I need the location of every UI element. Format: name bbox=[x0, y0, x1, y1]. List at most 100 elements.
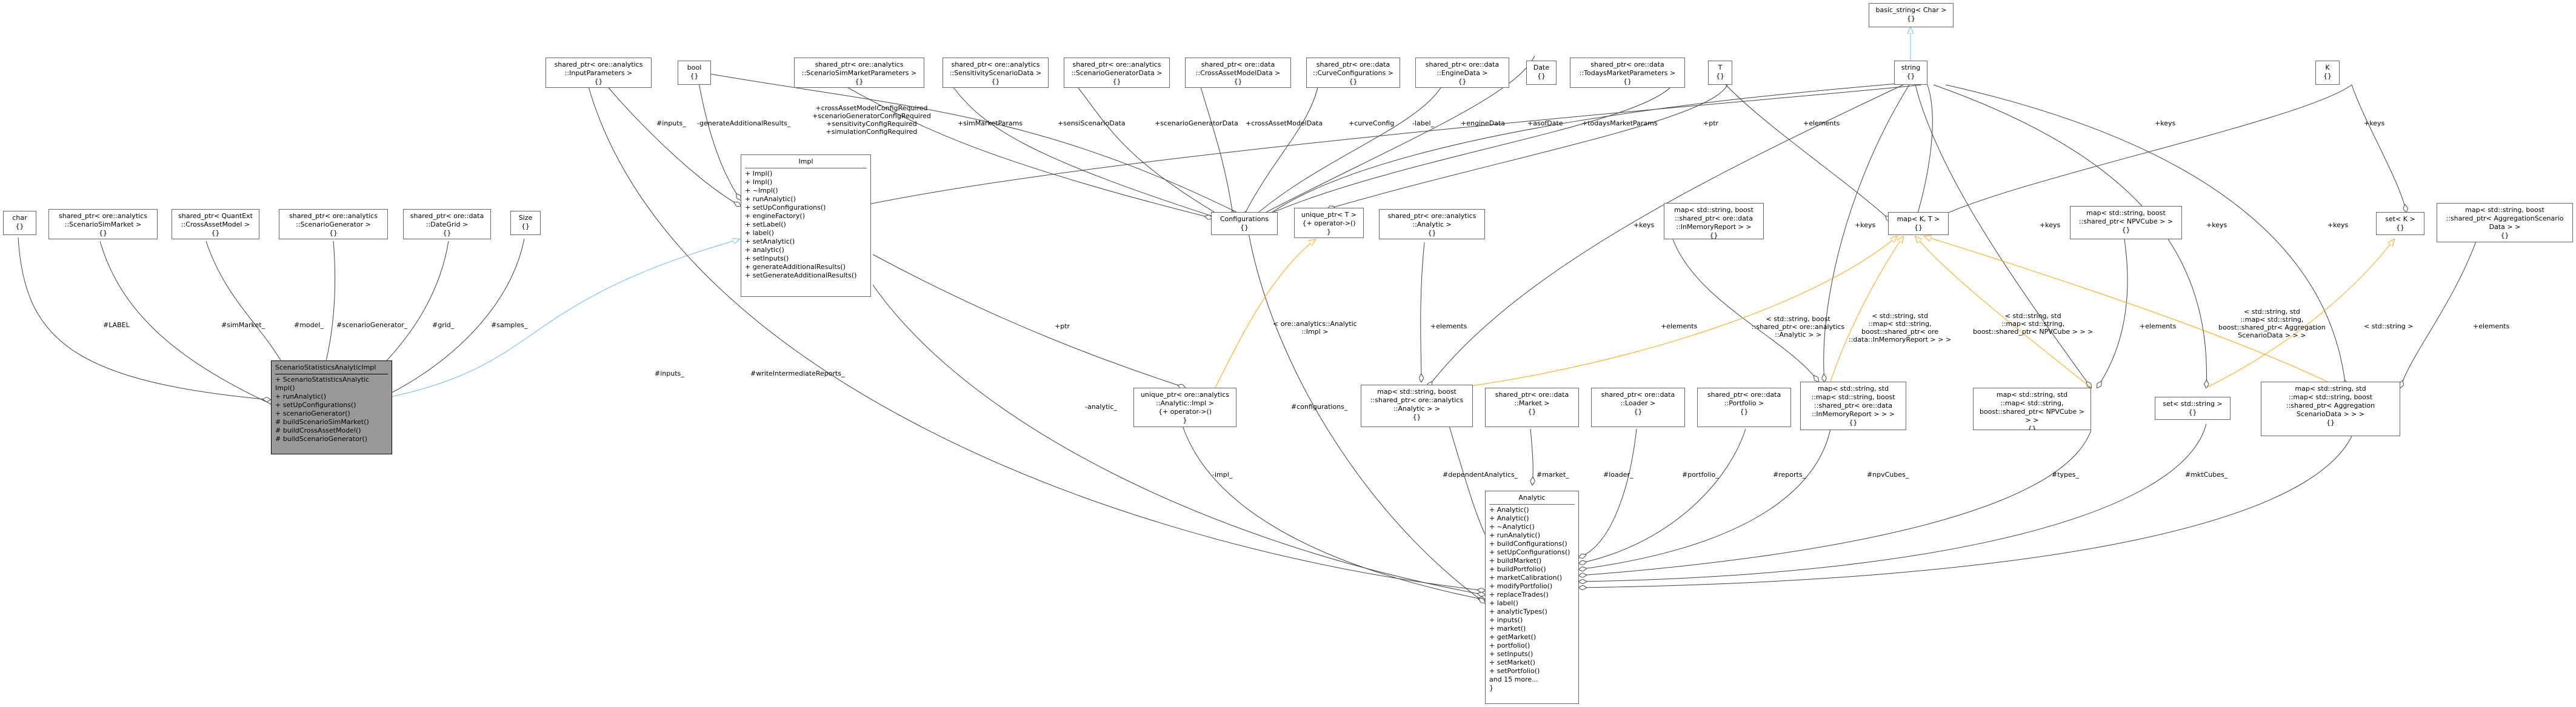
node-unique-ptr-t[interactable]: unique_ptr< T > {+ operator->() } bbox=[1294, 208, 1364, 238]
node-string[interactable]: string {} bbox=[1894, 61, 1927, 85]
member-item: + inputs() bbox=[1489, 616, 1523, 624]
member-item: + ScenarioStatisticsAnalytic Impl() bbox=[275, 376, 370, 392]
node-sp-engine-data[interactable]: shared_ptr< ore::data ::EngineData > {} bbox=[1415, 58, 1509, 88]
edge-label: #writeIntermediateReports_ bbox=[750, 370, 845, 377]
edge-label: +keys bbox=[2327, 221, 2349, 229]
edge-label: +engineData bbox=[1461, 119, 1505, 127]
node-title: shared_ptr< ore::analytics ::ScenarioGen… bbox=[289, 212, 378, 237]
member-item: and 15 more... bbox=[1489, 675, 1538, 683]
member-item: + Impl() bbox=[745, 178, 773, 186]
member-item: + setGenerateAdditionalResults() bbox=[745, 271, 857, 279]
node-unique-ptr-impl[interactable]: unique_ptr< ore::analytics ::Analytic::I… bbox=[1133, 388, 1236, 427]
edge-label: #mktCubes_ bbox=[2185, 471, 2228, 479]
member-item: + setPortfolio() bbox=[1489, 667, 1540, 675]
edge-label: #scenarioGenerator_ bbox=[336, 321, 408, 329]
node-K[interactable]: K {} bbox=[2315, 61, 2340, 85]
node-title: set< std::string > {} bbox=[2163, 400, 2223, 416]
node-title: Date {} bbox=[1533, 64, 1550, 80]
node-impl[interactable]: Impl+ Impl()+ Impl()+ ~Impl()+ runAnalyt… bbox=[741, 154, 871, 297]
node-sp-analytic[interactable]: shared_ptr< ore::analytics ::Analytic > … bbox=[1379, 209, 1485, 239]
node-title: shared_ptr< ore::data ::Market > {} bbox=[1495, 391, 1569, 416]
node-title: shared_ptr< ore::data ::CrossAssetModelD… bbox=[1195, 61, 1281, 85]
node-basic-string[interactable]: basic_string< Char > {} bbox=[1869, 3, 1954, 27]
member-item: + label() bbox=[745, 229, 774, 237]
node-configurations[interactable]: Configurations {} bbox=[1211, 212, 1278, 235]
node-title: char {} bbox=[12, 214, 27, 230]
node-title: map< std::string, boost ::shared_ptr< NP… bbox=[2078, 209, 2174, 234]
node-sp-date-grid[interactable]: shared_ptr< ore::data ::DateGrid > {} bbox=[403, 209, 491, 239]
node-sp-sensitivity-scenario-data[interactable]: shared_ptr< ore::analytics ::Sensitivity… bbox=[943, 58, 1049, 88]
node-title: map< std::string, boost ::shared_ptr< Ag… bbox=[2446, 206, 2564, 239]
node-set-string[interactable]: set< std::string > {} bbox=[2155, 397, 2231, 420]
node-title: map< std::string, boost ::shared_ptr< or… bbox=[1370, 388, 1464, 421]
edge-label: < std::string, std ::map< std::string, b… bbox=[1973, 312, 2094, 336]
member-item: + scenarioGenerator() bbox=[275, 410, 350, 417]
node-T[interactable]: T {} bbox=[1708, 61, 1732, 85]
member-item: + runAnalytic() bbox=[745, 195, 796, 203]
node-set-k[interactable]: set< K > {} bbox=[2376, 212, 2424, 235]
node-title: basic_string< Char > {} bbox=[1875, 6, 1947, 22]
node-title: map< std::string, boost ::shared_ptr< or… bbox=[1674, 206, 1753, 239]
member-item: + buildMarket() bbox=[1489, 557, 1542, 565]
edge-label: +keys bbox=[1633, 221, 1655, 229]
member-item: + Analytic() bbox=[1489, 514, 1529, 522]
node-title: shared_ptr< ore::data ::DateGrid > {} bbox=[410, 212, 484, 237]
node-map-dependent-analytics[interactable]: map< std::string, boost ::shared_ptr< or… bbox=[1361, 385, 1473, 427]
node-sp-loader[interactable]: shared_ptr< ore::data ::Loader > {} bbox=[1591, 388, 1685, 427]
node-title: set< K > {} bbox=[2385, 215, 2415, 231]
node-sp-curve-configurations[interactable]: shared_ptr< ore::data ::CurveConfigurati… bbox=[1306, 58, 1400, 88]
node-char[interactable]: char {} bbox=[3, 211, 36, 235]
node-map-map-inmemory[interactable]: map< std::string, std ::map< std::string… bbox=[1800, 382, 1906, 430]
member-item: + marketCalibration() bbox=[1489, 574, 1563, 582]
node-sp-market[interactable]: shared_ptr< ore::data ::Market > {} bbox=[1485, 388, 1579, 427]
node-title: T {} bbox=[1716, 64, 1724, 80]
node-title: string {} bbox=[1901, 64, 1921, 80]
node-title: K {} bbox=[2323, 64, 2332, 80]
node-title: shared_ptr< ore::data ::TodaysMarketPara… bbox=[1579, 61, 1676, 85]
node-title: Size {} bbox=[518, 214, 533, 230]
node-sp-scenario-sim-market-params[interactable]: shared_ptr< ore::analytics ::ScenarioSim… bbox=[794, 58, 924, 88]
member-item: + Analytic() bbox=[1489, 506, 1529, 514]
node-sp-portfolio[interactable]: shared_ptr< ore::data ::Portfolio > {} bbox=[1697, 388, 1791, 427]
edge-label: -impl_ bbox=[1212, 471, 1233, 479]
node-sp-todays-market-params[interactable]: shared_ptr< ore::data ::TodaysMarketPara… bbox=[1570, 58, 1685, 88]
node-title: map< K, T > {} bbox=[1897, 215, 1940, 231]
node-map-inmemory-report[interactable]: map< std::string, boost ::shared_ptr< or… bbox=[1664, 203, 1764, 239]
node-title: shared_ptr< ore::analytics ::InputParame… bbox=[554, 61, 643, 85]
node-map-npvcube[interactable]: map< std::string, boost ::shared_ptr< NP… bbox=[2070, 206, 2182, 239]
edge-label: +keys bbox=[1855, 221, 1876, 229]
node-title: map< std::string, std ::map< std::string… bbox=[1980, 391, 2084, 430]
node-title: shared_ptr< QuantExt ::CrossAssetModel >… bbox=[178, 212, 253, 237]
node-date[interactable]: Date {} bbox=[1526, 61, 1557, 85]
node-map-k-t[interactable]: map< K, T > {} bbox=[1888, 212, 1949, 235]
member-item: + buildConfigurations() bbox=[1489, 540, 1567, 548]
node-map-aggregation-scenario[interactable]: map< std::string, boost ::shared_ptr< Ag… bbox=[2437, 203, 2573, 242]
edge-label: -generateAdditionalResults_ bbox=[697, 119, 791, 127]
node-map-map-npvcube[interactable]: map< std::string, std ::map< std::string… bbox=[1973, 388, 2091, 430]
node-title: bool {} bbox=[687, 64, 702, 80]
member-item: + runAnalytic() bbox=[275, 393, 326, 400]
node-sp-cross-asset-model[interactable]: shared_ptr< QuantExt ::CrossAssetModel >… bbox=[172, 209, 259, 239]
member-item: + analytic() bbox=[745, 246, 784, 254]
node-sp-scenario-generator-data[interactable]: shared_ptr< ore::analytics ::ScenarioGen… bbox=[1064, 58, 1170, 88]
edge-label: +keys bbox=[2206, 221, 2227, 229]
node-scenario-statistics-analytic-impl[interactable]: ScenarioStatisticsAnalyticImpl + Scenario… bbox=[271, 360, 392, 454]
node-title: unique_ptr< ore::analytics ::Analytic::I… bbox=[1140, 391, 1230, 424]
node-title: shared_ptr< ore::analytics ::ScenarioSim… bbox=[801, 61, 917, 85]
edge-label: +crossAssetModelData bbox=[1246, 119, 1323, 127]
node-sp-scenario-generator[interactable]: shared_ptr< ore::analytics ::ScenarioGen… bbox=[279, 209, 388, 239]
node-bool[interactable]: bool {} bbox=[678, 61, 711, 85]
node-size[interactable]: Size {} bbox=[510, 211, 541, 235]
edge-label: +sensiScenarioData bbox=[1058, 119, 1126, 127]
node-analytic[interactable]: Analytic+ Analytic()+ Analytic()+ ~Analy… bbox=[1485, 491, 1579, 704]
node-sp-cross-asset-model-data[interactable]: shared_ptr< ore::data ::CrossAssetModelD… bbox=[1185, 58, 1291, 88]
node-sp-input-parameters[interactable]: shared_ptr< ore::analytics ::InputParame… bbox=[546, 58, 652, 88]
edge-label: #portfolio_ bbox=[1682, 471, 1719, 479]
node-sp-scenario-sim-market[interactable]: shared_ptr< ore::analytics ::ScenarioSim… bbox=[48, 209, 158, 239]
edge-label: #inputs_ bbox=[656, 119, 686, 127]
member-item: + replaceTrades() bbox=[1489, 591, 1549, 599]
member-item: + buildPortfolio() bbox=[1489, 565, 1546, 573]
node-title: ScenarioStatisticsAnalyticImpl bbox=[275, 363, 376, 371]
node-map-map-aggregation[interactable]: map< std::string, std ::map< std::string… bbox=[2261, 382, 2400, 436]
